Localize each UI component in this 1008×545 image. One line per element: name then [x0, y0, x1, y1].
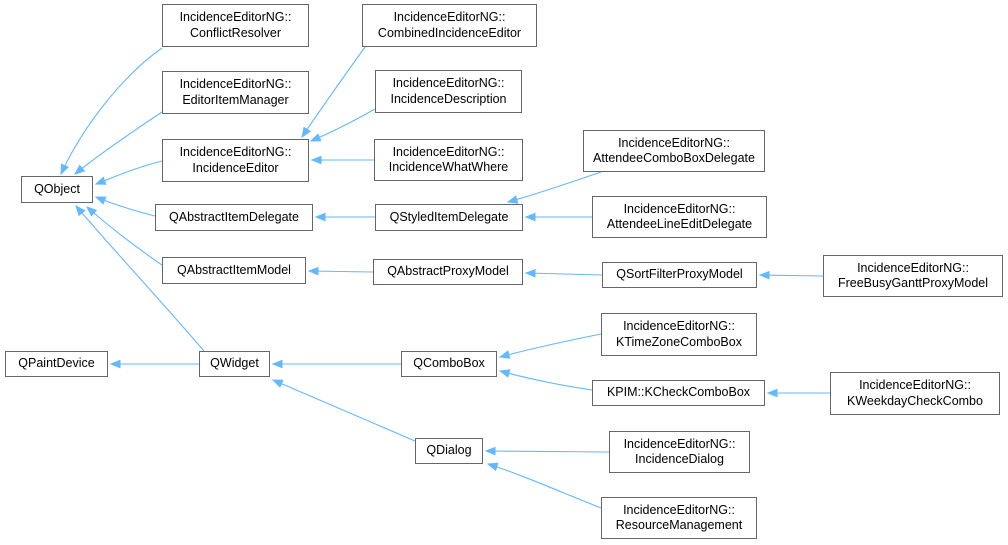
- node-qdialog[interactable]: QDialog: [415, 438, 483, 464]
- node-incidence-what-where[interactable]: IncidenceEditorNG:: IncidenceWhatWhere: [374, 139, 523, 181]
- node-qabstract-item-delegate-label: QAbstractItemDelegate: [169, 209, 299, 224]
- node-qpaint-device[interactable]: QPaintDevice: [5, 351, 108, 377]
- node-kcheck-combo-box[interactable]: KPIM::KCheckComboBox: [592, 380, 765, 406]
- node-ktime-zone-combo-box-namespace: IncidenceEditorNG::: [623, 319, 735, 333]
- node-attendee-combo-box-delegate-namespace: IncidenceEditorNG::: [618, 135, 730, 150]
- node-combined-incidence-editor-classname: CombinedIncidenceEditor: [377, 25, 522, 40]
- node-resource-management[interactable]: IncidenceEditorNG:: ResourceManagement: [601, 497, 757, 539]
- node-kweekday-check-combo-namespace: IncidenceEditorNG::: [859, 378, 971, 392]
- node-kcheck-combo-box-label: KPIM::KCheckComboBox: [606, 385, 751, 400]
- node-incidence-description-classname: IncidenceDescription: [390, 91, 507, 106]
- node-resource-management-namespace: IncidenceEditorNG::: [623, 502, 735, 517]
- node-qwidget[interactable]: QWidget: [199, 351, 270, 377]
- node-qcombo-box[interactable]: QComboBox: [401, 351, 497, 377]
- edge-incidence-description-to-incidence-editor: [309, 108, 376, 142]
- edge-qwidget-to-qobject: [75, 204, 205, 352]
- node-incidence-what-where-namespace: IncidenceEditorNG::: [392, 144, 505, 159]
- edge-qdialog-to-qwidget: [271, 379, 416, 442]
- node-attendee-line-edit-delegate[interactable]: IncidenceEditorNG:: AttendeeLineEditDele…: [592, 196, 767, 238]
- node-resource-management-classname: ResourceManagement: [615, 518, 743, 532]
- node-incidence-dialog-classname: IncidenceDialog: [635, 452, 724, 466]
- node-free-busy-gantt-proxy-model[interactable]: IncidenceEditorNG:: FreeBusyGanttProxyMo…: [823, 255, 1003, 297]
- node-incidence-dialog[interactable]: IncidenceEditorNG:: IncidenceDialog: [609, 431, 750, 473]
- node-free-busy-gantt-proxy-model-classname: FreeBusyGanttProxyModel: [837, 276, 989, 290]
- edge-qabstract-item-delegate-to-qobject: [94, 196, 156, 217]
- edge-kcheck-combo-box-to-qcombo-box: [498, 369, 593, 391]
- edge-incidence-dialog-to-qdialog: [484, 446, 610, 456]
- node-qabstract-item-model[interactable]: QAbstractItemModel: [162, 257, 306, 284]
- node-conflict-resolver[interactable]: IncidenceEditorNG:: ConflictResolver: [162, 4, 309, 47]
- node-qpaint-device-label: QPaintDevice: [18, 356, 95, 371]
- node-combined-incidence-editor-namespace: IncidenceEditorNG::: [393, 10, 506, 24]
- node-ktime-zone-combo-box[interactable]: IncidenceEditorNG:: KTimeZoneComboBox: [601, 313, 757, 356]
- edge-ktime-zone-combo-box-to-qcombo-box: [498, 333, 602, 359]
- edge-qsort-filter-proxy-model-to-qabstract-proxy-model: [524, 268, 603, 278]
- edge-qabstract-item-model-to-qobject: [86, 206, 163, 266]
- node-free-busy-gantt-proxy-model-namespace: IncidenceEditorNG::: [857, 260, 969, 275]
- node-ktime-zone-combo-box-classname: KTimeZoneComboBox: [616, 334, 742, 349]
- edge-attendee-combo-box-delegate-to-qstyled-item-delegate: [506, 171, 602, 204]
- node-qstyled-item-delegate-label: QStyledItemDelegate: [389, 209, 509, 224]
- edge-editor-item-manager-to-qobject: [73, 111, 163, 175]
- node-kweekday-check-combo[interactable]: IncidenceEditorNG:: KWeekdayCheckCombo: [830, 372, 1000, 415]
- node-qabstract-proxy-model[interactable]: QAbstractProxyModel: [373, 259, 523, 285]
- edge-combined-incidence-editor-to-incidence-editor: [301, 46, 366, 139]
- edge-conflict-resolver-to-qobject: [60, 47, 163, 176]
- node-incidence-description[interactable]: IncidenceEditorNG:: IncidenceDescription: [375, 70, 522, 113]
- node-incidence-editor-classname: IncidenceEditor: [192, 160, 279, 175]
- node-combined-incidence-editor[interactable]: IncidenceEditorNG:: CombinedIncidenceEdi…: [362, 4, 537, 47]
- node-incidence-editor-namespace: IncidenceEditorNG::: [179, 145, 292, 159]
- node-incidence-what-where-classname: IncidenceWhatWhere: [388, 160, 509, 174]
- node-attendee-line-edit-delegate-namespace: IncidenceEditorNG::: [623, 201, 736, 216]
- edge-free-busy-gantt-proxy-model-to-qsort-filter-proxy-model: [758, 270, 824, 280]
- node-qobject[interactable]: QObject: [21, 176, 93, 203]
- node-kweekday-check-combo-classname: KWeekdayCheckCombo: [847, 393, 983, 408]
- node-attendee-combo-box-delegate[interactable]: IncidenceEditorNG:: AttendeeComboBoxDele…: [583, 130, 765, 172]
- node-qabstract-item-delegate[interactable]: QAbstractItemDelegate: [155, 204, 313, 231]
- node-conflict-resolver-namespace: IncidenceEditorNG::: [179, 10, 292, 24]
- node-qsort-filter-proxy-model-label: QSortFilterProxyModel: [616, 267, 743, 282]
- node-editor-item-manager-classname: EditorItemManager: [182, 92, 289, 107]
- node-incidence-editor[interactable]: IncidenceEditorNG:: IncidenceEditor: [162, 139, 309, 182]
- node-qabstract-item-model-label: QAbstractItemModel: [177, 262, 291, 277]
- node-incidence-dialog-namespace: IncidenceEditorNG::: [623, 436, 736, 451]
- node-conflict-resolver-classname: ConflictResolver: [189, 25, 281, 40]
- node-qabstract-proxy-model-label: QAbstractProxyModel: [387, 264, 509, 279]
- edge-incidence-editor-to-qobject: [94, 160, 163, 185]
- node-incidence-description-namespace: IncidenceEditorNG::: [392, 76, 505, 90]
- node-editor-item-manager[interactable]: IncidenceEditorNG:: EditorItemManager: [162, 71, 309, 114]
- edge-resource-management-to-qdialog: [486, 462, 602, 509]
- node-attendee-combo-box-delegate-classname: AttendeeComboBoxDelegate: [593, 151, 755, 165]
- node-qcombo-box-label: QComboBox: [413, 356, 485, 371]
- node-editor-item-manager-namespace: IncidenceEditorNG::: [179, 77, 292, 91]
- node-qdialog-label: QDialog: [426, 443, 472, 458]
- node-attendee-line-edit-delegate-classname: AttendeeLineEditDelegate: [606, 217, 753, 231]
- node-qstyled-item-delegate[interactable]: QStyledItemDelegate: [375, 204, 523, 231]
- node-qwidget-label: QWidget: [210, 356, 259, 371]
- node-qobject-label: QObject: [34, 181, 80, 196]
- edge-qabstract-proxy-model-to-qabstract-item-model: [307, 266, 374, 276]
- node-qsort-filter-proxy-model[interactable]: QSortFilterProxyModel: [602, 262, 757, 288]
